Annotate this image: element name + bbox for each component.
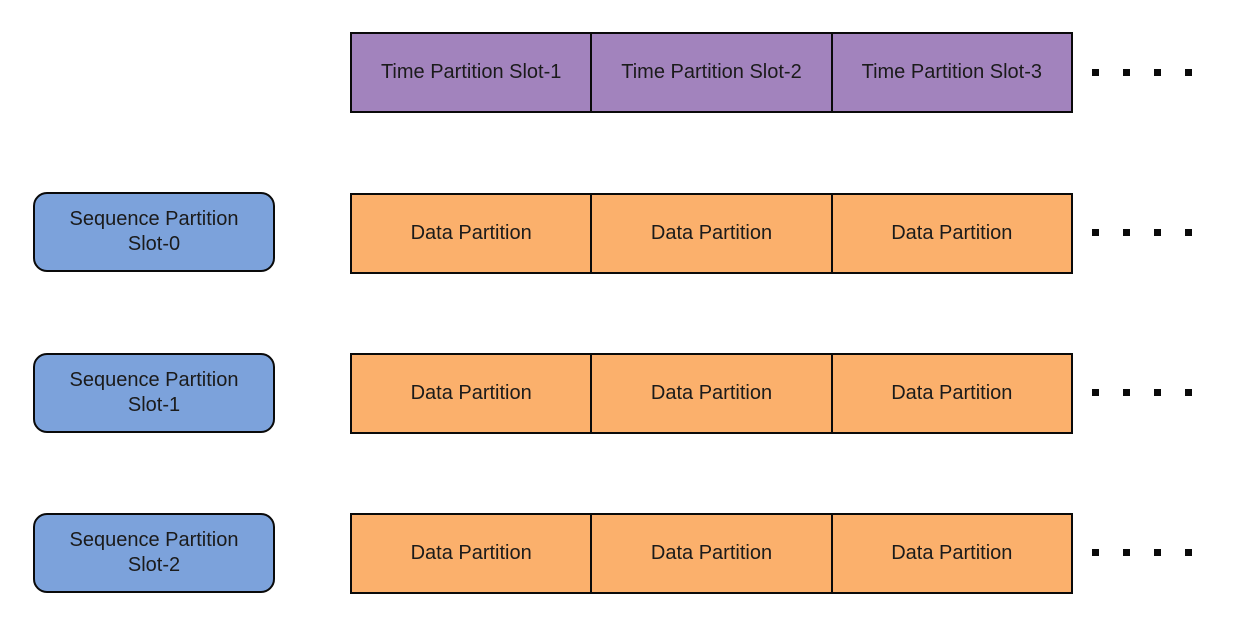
time-partition-bar: Time Partition Slot-1 Time Partition Slo… [350, 32, 1073, 113]
data-partition-cell: Data Partition [590, 195, 830, 272]
ellipsis-dot-icon [1154, 69, 1161, 76]
ellipsis-dot-icon [1123, 549, 1130, 556]
ellipsis-dot-icon [1185, 69, 1192, 76]
data-partition-row-1: Data Partition Data Partition Data Parti… [350, 353, 1073, 434]
ellipsis-dot-icon [1123, 389, 1130, 396]
ellipsis-dot-icon [1092, 69, 1099, 76]
data-partition-cell: Data Partition [830, 515, 1071, 592]
ellipsis-dot-icon [1123, 229, 1130, 236]
data-partition-cell: Data Partition [410, 222, 532, 244]
data-partition-cell: Data Partition [410, 382, 532, 404]
data-partition-cell: Data Partition [830, 195, 1071, 272]
ellipsis-dot-icon [1154, 389, 1161, 396]
ellipsis-dot-icon [1185, 549, 1192, 556]
data-partition-cell: Data Partition [830, 355, 1071, 432]
sequence-partition-slot-0: Sequence Partition Slot-0 [33, 192, 275, 272]
ellipsis-dots [1092, 549, 1192, 556]
ellipsis-dot-icon [1123, 69, 1130, 76]
time-partition-slot-3: Time Partition Slot-3 [830, 34, 1071, 111]
sequence-partition-slot-1: Sequence Partition Slot-1 [33, 353, 275, 433]
ellipsis-dots [1092, 229, 1192, 236]
time-partition-slot-2: Time Partition Slot-2 [590, 34, 830, 111]
ellipsis-dot-icon [1092, 549, 1099, 556]
data-partition-cell: Data Partition [590, 355, 830, 432]
ellipsis-dot-icon [1092, 229, 1099, 236]
data-partition-cell: Data Partition [590, 515, 830, 592]
data-partition-row-0: Data Partition Data Partition Data Parti… [350, 193, 1073, 274]
ellipsis-dot-icon [1092, 389, 1099, 396]
data-partition-cell: Data Partition [410, 542, 532, 564]
data-partition-row-2: Data Partition Data Partition Data Parti… [350, 513, 1073, 594]
ellipsis-dot-icon [1185, 229, 1192, 236]
ellipsis-dot-icon [1154, 229, 1161, 236]
sequence-partition-slot-2: Sequence Partition Slot-2 [33, 513, 275, 593]
time-partition-slot-1: Time Partition Slot-1 [380, 61, 562, 83]
ellipsis-dots [1092, 69, 1192, 76]
ellipsis-dot-icon [1154, 549, 1161, 556]
ellipsis-dots [1092, 389, 1192, 396]
ellipsis-dot-icon [1185, 389, 1192, 396]
